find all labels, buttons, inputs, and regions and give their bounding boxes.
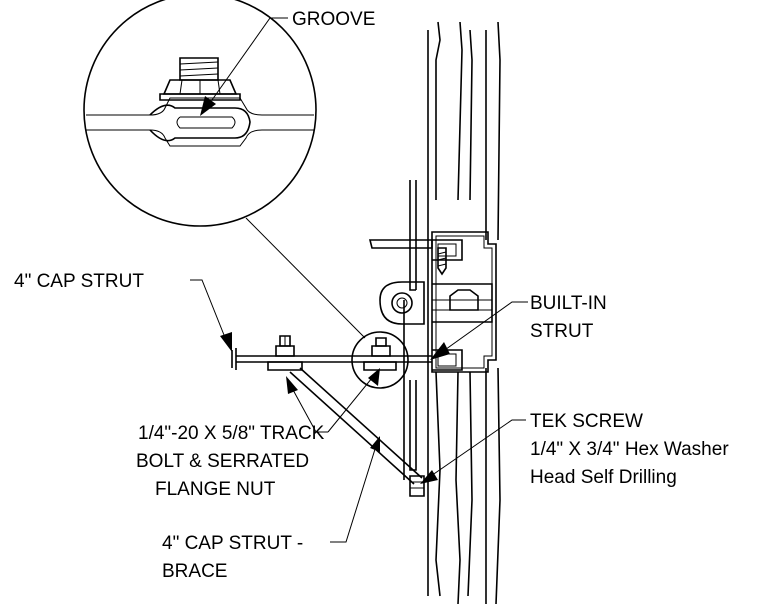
- brace-label-line1: 4" CAP STRUT -: [162, 533, 303, 554]
- left-track-bolt: [267, 335, 303, 371]
- brace-label-line2: BRACE: [162, 561, 227, 582]
- tek-screw-label-line1: TEK SCREW: [530, 411, 643, 432]
- wall-panel-profile: [368, 21, 501, 605]
- built-in-label-line2: STRUT: [530, 321, 594, 342]
- track-bolt-label-line2: BOLT & SERRATED: [136, 451, 309, 472]
- cap-strut-brace: [289, 300, 425, 497]
- track-bolt-label-line3: FLANGE NUT: [155, 479, 276, 500]
- built-in-strut-callout: [430, 301, 528, 360]
- built-in-label-line1: BUILT-IN: [530, 293, 607, 314]
- cap-strut-callout: [190, 279, 232, 352]
- track-bolt-label-line1: 1/4"-20 X 5/8" TRACK: [138, 423, 325, 444]
- detail-leader-line: [245, 217, 366, 339]
- detail-circle: [83, 0, 317, 227]
- tek-screw-label-line2: 1/4" X 3/4" Hex Washer: [530, 439, 729, 460]
- brace-callout: [330, 436, 380, 543]
- tek-screw-label-line3: Head Self Drilling: [530, 467, 677, 488]
- cap-strut-label: 4" CAP STRUT: [14, 271, 144, 292]
- groove-label: GROOVE: [292, 9, 375, 30]
- tek-screw-callout: [420, 419, 526, 484]
- track-bolt-callout: [286, 368, 380, 433]
- groove-callout: [200, 17, 288, 116]
- built-in-strut-assembly: [379, 231, 497, 373]
- small-detail-circle: [351, 331, 409, 389]
- cap-strut: [231, 348, 432, 370]
